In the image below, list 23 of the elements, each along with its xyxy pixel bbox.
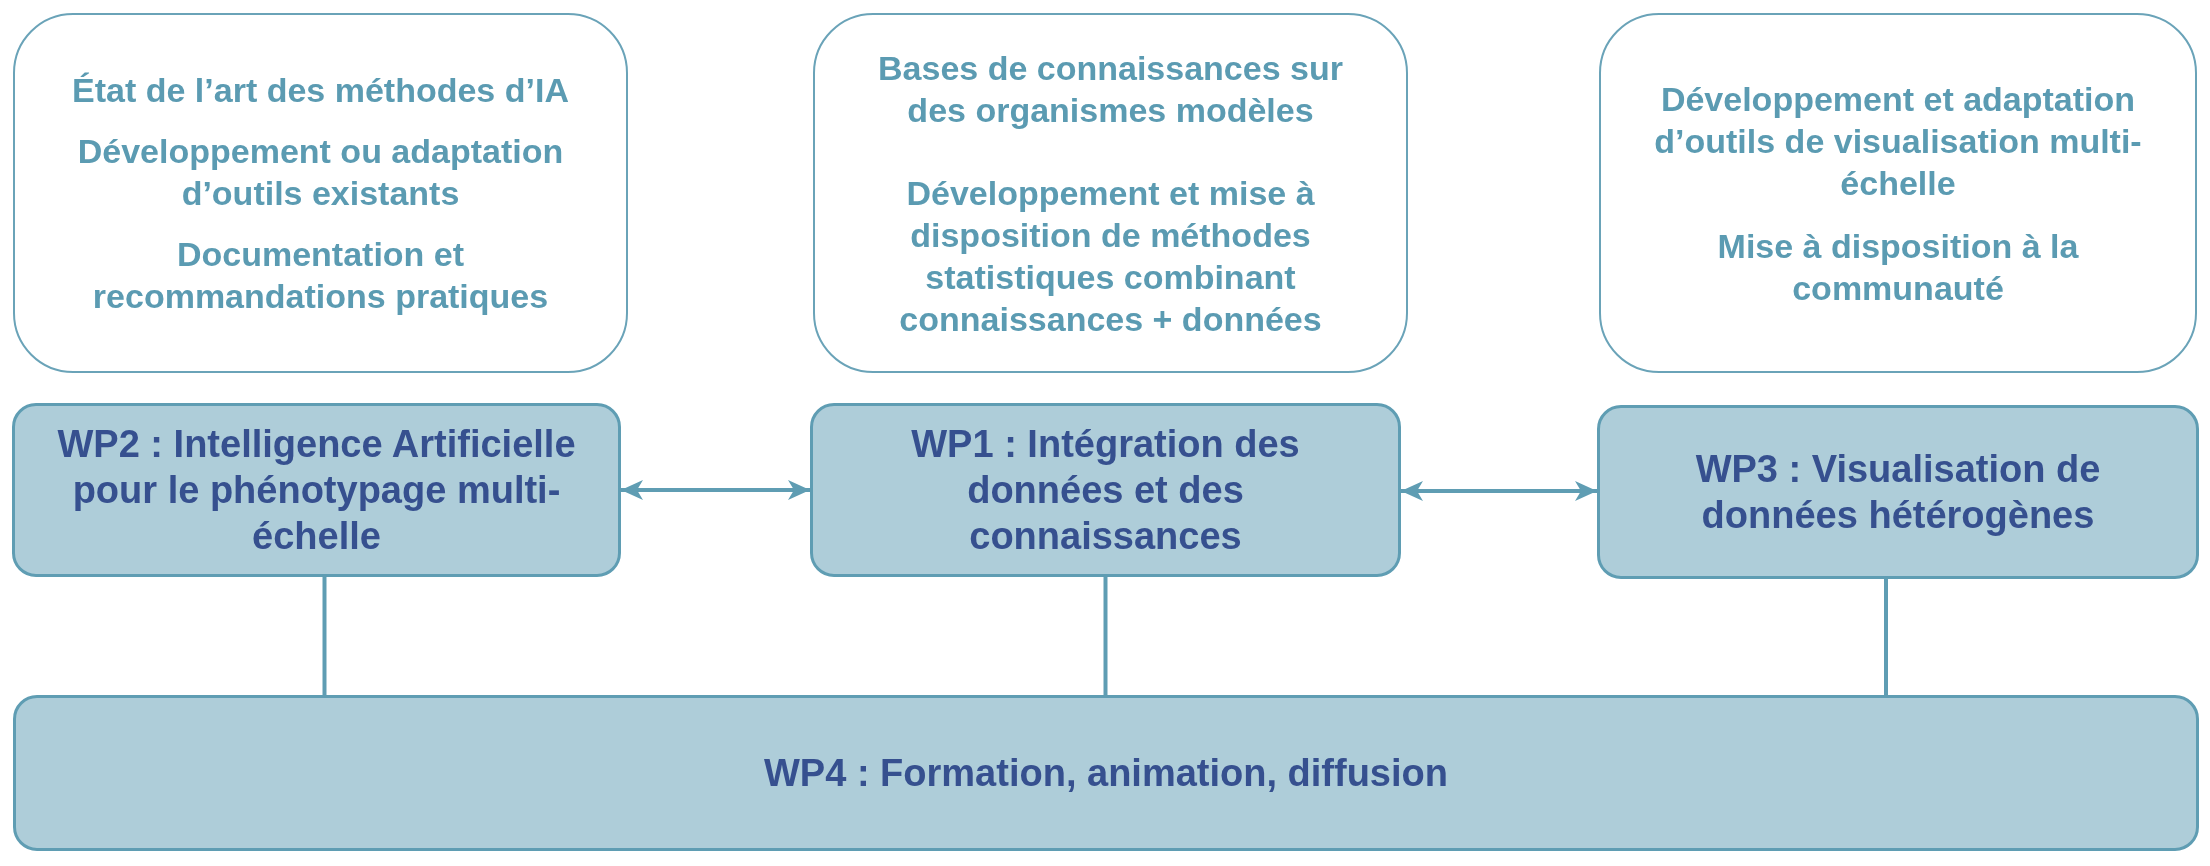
double-arrow [621,480,810,500]
work-package-title: WP1 : Intégration des données et des connaissances [910,422,1301,559]
work-package-box [1597,405,2199,579]
work-package-title: WP4 : Formation, animation, diffusion [764,751,1448,796]
work-package-title: WP3 : Visualisation de données hétérogènes [1694,447,2102,538]
description-text: Développement ou adaptation d’outils existants [76,131,565,214]
work-package-box [12,403,621,577]
work-package-title: WP2 : Intelligence Artificielle pour le phénotypage multi-échelle [56,422,577,559]
work-package-box [810,403,1401,577]
description-text: Développement et adaptation d’outils de visualisation multi-échelle [1653,78,2143,204]
connector-line [1103,577,1108,695]
description-text: Développement et mise à disposition de méthodes statistiques combinant connaissances + données [898,172,1323,340]
description-text: Mise à disposition à la communauté [1716,225,2080,309]
description-text: État de l’art des méthodes d’IA [72,70,569,111]
connector-line [1884,579,1888,695]
description-text: Bases de connaissances sur des organismes modèles [877,47,1344,131]
rounded-box [13,13,628,373]
description-text: Documentation et recommandations pratiques [91,234,550,317]
rounded-box [1599,13,2197,373]
connector-line [322,577,327,695]
work-package-box [13,695,2199,851]
double-arrow [1401,481,1597,501]
rounded-box [813,13,1408,373]
